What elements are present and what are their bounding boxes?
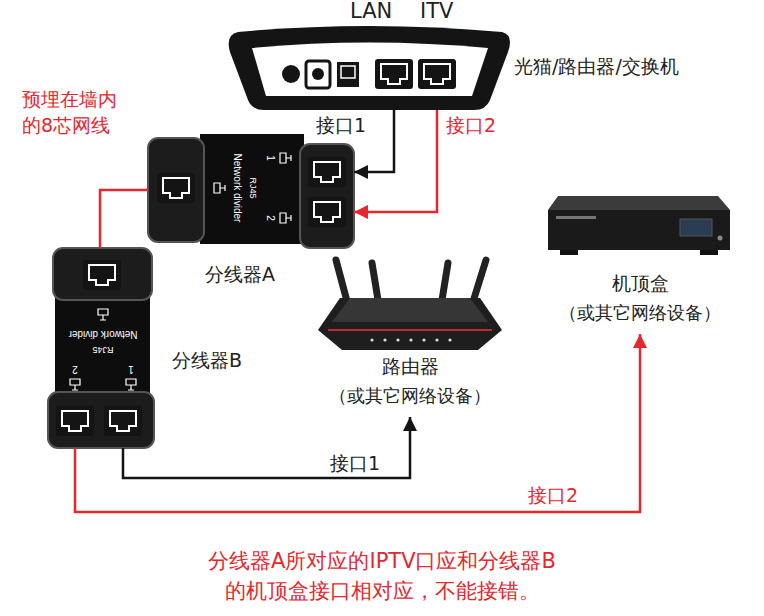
device-box: 机顶盒（或其它网络设备） [545,188,735,334]
stb-foot [700,250,718,255]
antenna [372,263,378,300]
router-leds [370,338,451,341]
network-icon [70,379,80,390]
cable-note: 预埋在墙内的8芯网线 [22,86,118,138]
device-box: 路由器（或其它网络设备） [320,255,500,417]
device-print: Network divider [232,154,243,223]
set-top-box-picture [548,196,730,255]
port-label: 接口1 [316,112,366,138]
caption: 分线器A所对应的IPTV口应和分线器B的机顶盒接口相对应，不能接错。 [203,546,561,606]
itv-port [418,59,456,89]
network-icon [98,309,108,320]
router-top [332,298,488,322]
device-name: 路由器 [382,351,439,381]
network-icon [280,213,291,223]
device-print: 1 [265,155,276,161]
device-note: （或其它网络设备） [559,298,721,328]
device-print: 2 [265,215,276,221]
device-print: RJ45 [92,344,113,354]
port-label: 接口1 [330,450,380,476]
network-icon [280,153,291,163]
modem-picture [229,26,510,110]
power-button [282,65,300,83]
stb-button [718,236,723,241]
phone-port-inner [341,66,355,78]
port-name: LAN [350,0,392,23]
splitter-b-picture [48,248,154,448]
lan-port [375,59,413,89]
splitter-face: 1 2 RJ45 Network divider [205,138,295,238]
device-name: 分线器B [172,348,242,372]
router-body [318,298,502,350]
modem-body [229,26,510,110]
port-label: 接口2 [528,482,578,508]
connector-arrow [123,417,410,478]
splitter-a-picture [148,134,354,248]
modem-panel [252,43,488,97]
rj45-port [308,157,346,187]
modem-box: 光猫/路由器/交换机 [226,30,510,110]
stb-front [548,210,730,250]
router-picture [318,260,502,350]
splitter-cap [48,392,154,448]
rj45-port [104,406,142,436]
splitter-cap [148,138,204,242]
port-name: ITV [420,0,453,23]
rj45-port [308,197,346,227]
device-print: RJ45 [247,177,257,198]
connector-arrow [75,334,640,512]
dc-jack-pin [312,68,324,80]
rj45-port [157,173,195,203]
connector-arrow [354,110,437,212]
device-note: （或其它网络设备） [329,381,491,411]
splitter-face: 1 2 RJ45 Network divider [57,300,149,394]
stb-brand-bar [556,216,596,219]
router-stripe [328,329,492,331]
splitter-cap [300,144,354,248]
phone-port [337,62,359,87]
cable-line [100,190,148,248]
rj45-port [83,260,121,290]
splitter-cap [53,248,152,300]
device-print: 1 [128,364,134,375]
stb-top [548,196,730,210]
device-name: 光猫/路由器/交换机 [514,54,679,78]
device-name: 机顶盒 [612,268,669,298]
splitter-body [200,134,304,244]
rj45-port [56,406,94,436]
network-icon [126,379,136,390]
device-print: 2 [72,364,78,375]
stb-foot [560,250,578,255]
splitter-body [55,294,150,398]
dc-jack [306,61,330,88]
port-label: 接口2 [446,112,496,138]
device-name: 分线器A [205,262,275,286]
antenna [442,263,448,300]
network-icon [214,183,225,193]
device-print: Network divider [69,329,138,340]
stb-display [680,219,712,236]
